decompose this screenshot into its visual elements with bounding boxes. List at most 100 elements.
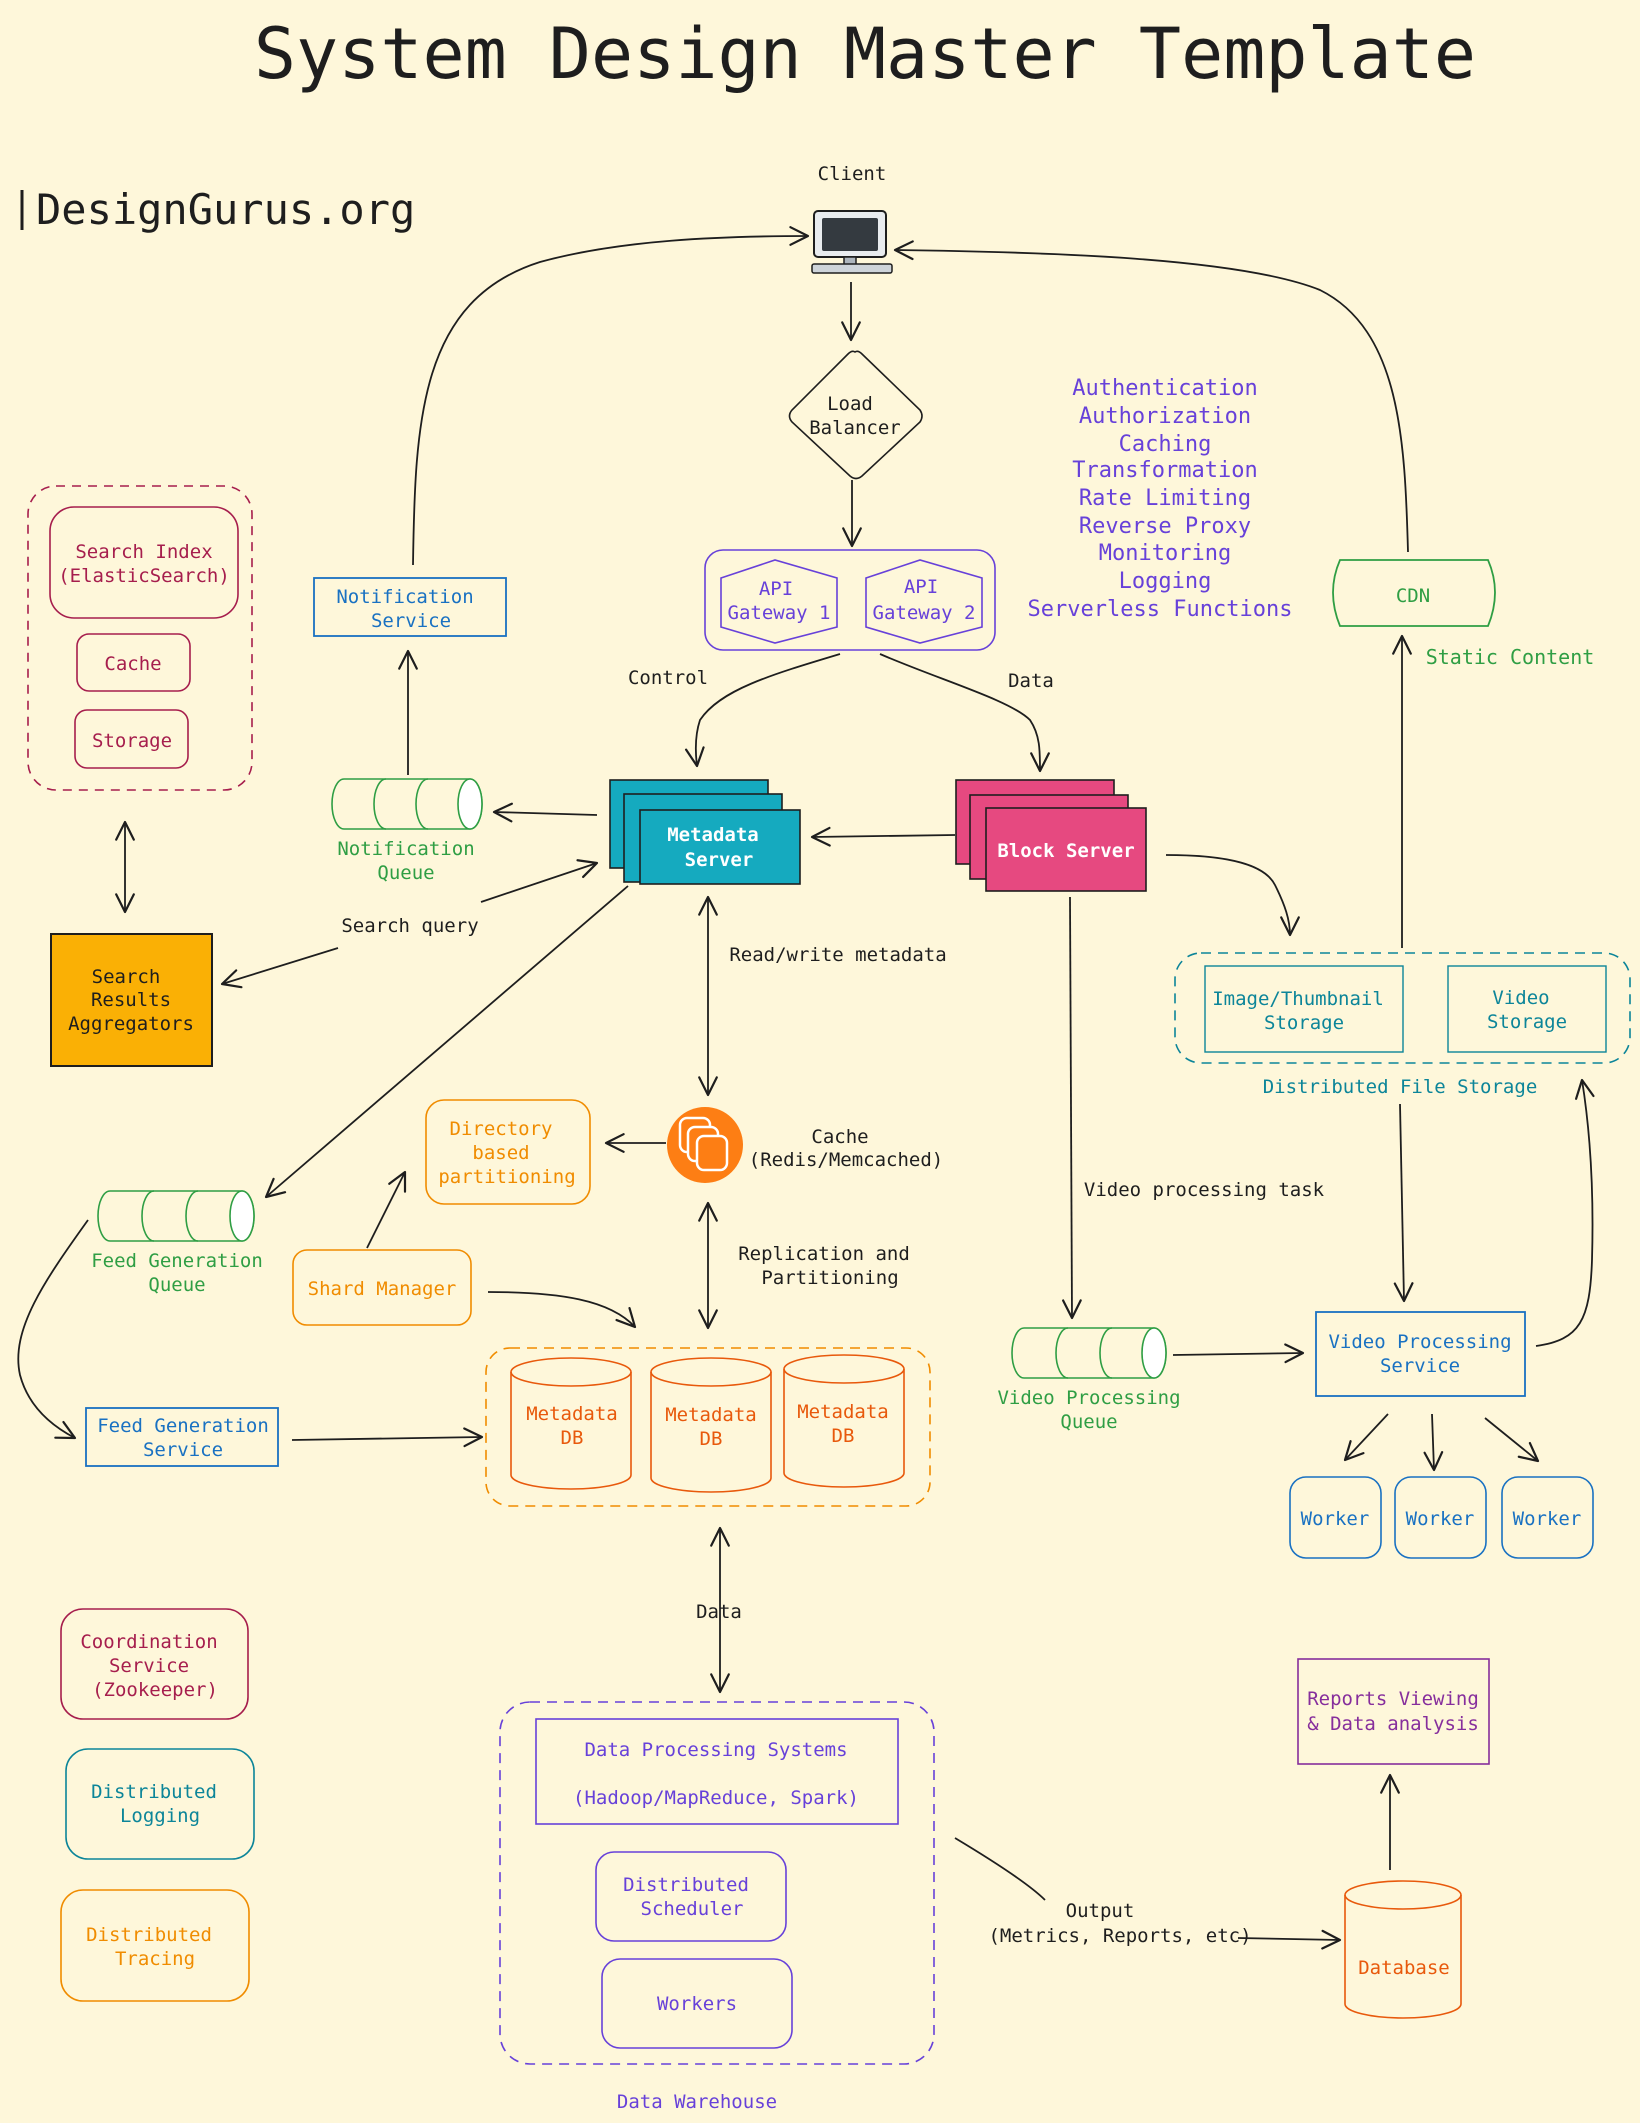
worker-label: Worker: [1301, 1508, 1370, 1530]
search-storage-node[interactable]: Storage: [74, 709, 189, 769]
shard-manager[interactable]: Shard Manager: [292, 1249, 472, 1326]
worker-node[interactable]: Worker: [1501, 1476, 1594, 1559]
analytics-database[interactable]: Database: [1344, 1880, 1462, 2019]
search-results-line1: Search: [92, 966, 161, 988]
search-index-line1: Search Index: [75, 541, 212, 563]
metadata-db-2[interactable]: Metadata DB: [650, 1357, 772, 1493]
search-cache-node[interactable]: Cache: [76, 633, 191, 692]
worker-node[interactable]: Worker: [1394, 1476, 1487, 1559]
notification-queue[interactable]: [331, 778, 483, 830]
arrow-control: [684, 653, 841, 768]
connectors: [17, 226, 1595, 1950]
scheduler-line2: Scheduler: [641, 1898, 744, 1920]
search-results-line2: Results: [91, 989, 171, 1011]
feed-generation-service[interactable]: Feed Generation Service: [85, 1407, 279, 1467]
image-storage-line1: Image/Thumbnail: [1212, 988, 1384, 1010]
search-storage-label: Storage: [92, 730, 172, 752]
cache-server[interactable]: [667, 1107, 743, 1183]
metadata-db-1-line2: DB: [561, 1427, 584, 1449]
feature-item: Logging: [1119, 569, 1212, 594]
video-service-line2: Service: [1380, 1355, 1460, 1377]
metadata-db-3-line2: DB: [832, 1425, 855, 1447]
metadata-server-line1: Metadata: [667, 824, 759, 846]
api-gateway-2[interactable]: API Gateway 2: [865, 559, 983, 644]
metadata-db-1-line1: Metadata: [526, 1403, 618, 1425]
metadata-db-1[interactable]: Metadata DB: [510, 1357, 632, 1490]
tracing-line2: Tracing: [115, 1948, 195, 1970]
shard-manager-label: Shard Manager: [308, 1278, 457, 1300]
arrow-feedqueue-to-feedservice: [17, 1219, 89, 1440]
brand-name: DesignGurus.org: [36, 185, 415, 234]
reports-line1: Reports Viewing: [1307, 1688, 1479, 1710]
video-processing-service[interactable]: Video Processing Service: [1315, 1311, 1526, 1397]
worker-label: Worker: [1406, 1508, 1475, 1530]
video-storage-line1: Video: [1492, 987, 1549, 1009]
notification-service-line2: Service: [371, 610, 451, 632]
search-query-label: Search query: [341, 915, 478, 937]
arrow-metadata-to-feedqueue: [264, 885, 629, 1199]
notification-queue-line1: Notification: [337, 838, 474, 860]
distributed-tracing[interactable]: Distributed Tracing: [60, 1889, 250, 2002]
block-server[interactable]: Block Server: [955, 779, 1147, 892]
search-results-aggregators[interactable]: Search Results Aggregators: [50, 933, 213, 1067]
static-content-label: Static Content: [1426, 645, 1595, 669]
api-gateway-1[interactable]: API Gateway 1: [720, 559, 838, 644]
feature-item: Authentication: [1072, 376, 1257, 401]
tracing-line1: Distributed: [86, 1924, 212, 1946]
metadata-db-3-line1: Metadata: [797, 1401, 889, 1423]
reports-viewing[interactable]: Reports Viewing & Data analysis: [1297, 1658, 1490, 1765]
load-balancer-label-2: Balancer: [809, 417, 901, 439]
cdn-label: CDN: [1396, 585, 1430, 607]
gateway-features: Authentication Authorization Caching Tra…: [1028, 376, 1293, 622]
metadata-db-3[interactable]: Metadata DB: [783, 1354, 905, 1488]
feature-item: Reverse Proxy: [1079, 514, 1251, 539]
stack-icon: [678, 1116, 729, 1172]
load-balancer[interactable]: Load Balancer: [788, 350, 923, 480]
distributed-file-storage-group: Image/Thumbnail Storage Video Storage: [1174, 952, 1631, 1064]
api-gateway-2-line2: Gateway 2: [873, 602, 976, 624]
metadata-server[interactable]: Metadata Server: [609, 779, 801, 885]
page-title: System Design Master Template: [254, 13, 1476, 95]
search-index-node[interactable]: Search Index (ElasticSearch): [49, 506, 239, 619]
coordination-line3: (Zookeeper): [92, 1679, 218, 1701]
database-label: Database: [1358, 1957, 1450, 1979]
arrow-shard-to-db: [487, 1291, 637, 1329]
feature-item: Transformation: [1072, 458, 1257, 483]
cache-server-line2: (Redis/Memcached): [749, 1149, 943, 1171]
video-processing-queue[interactable]: [1011, 1327, 1167, 1379]
distributed-scheduler[interactable]: Distributed Scheduler: [595, 1851, 787, 1942]
cdn-node[interactable]: CDN: [1332, 559, 1496, 627]
distributed-logging[interactable]: Distributed Logging: [65, 1748, 255, 1860]
coordination-line1: Coordination: [80, 1631, 217, 1653]
search-cache-label: Cache: [104, 653, 161, 675]
video-service-line1: Video Processing: [1328, 1331, 1511, 1353]
notification-service[interactable]: Notification Service: [313, 577, 507, 637]
warehouse-workers[interactable]: Workers: [601, 1958, 793, 2049]
image-thumbnail-storage[interactable]: Image/Thumbnail Storage: [1204, 965, 1404, 1053]
coordination-service[interactable]: Coordination Service (Zookeeper): [60, 1608, 249, 1720]
directory-partitioning[interactable]: Directory based partitioning: [425, 1099, 591, 1205]
video-storage[interactable]: Video Storage: [1447, 965, 1607, 1053]
data-processing-systems[interactable]: Data Processing Systems (Hadoop/MapReduc…: [535, 1718, 899, 1825]
video-task-label: Video processing task: [1084, 1179, 1325, 1201]
notification-service-line1: Notification: [336, 586, 473, 608]
reports-line2: & Data analysis: [1307, 1713, 1479, 1735]
video-storage-line2: Storage: [1487, 1011, 1567, 1033]
arrow-videoqueue-to-service: [1172, 1343, 1305, 1364]
worker-node[interactable]: Worker: [1289, 1476, 1382, 1559]
computer-monitor-icon[interactable]: [811, 210, 893, 274]
search-group: Search Index (ElasticSearch) Cache Stora…: [27, 485, 253, 791]
video-queue-line2: Queue: [1060, 1411, 1117, 1433]
logging-line1: Distributed: [91, 1781, 217, 1803]
feed-service-line1: Feed Generation: [97, 1415, 269, 1437]
coordination-line2: Service: [109, 1655, 189, 1677]
api-gateway-1-line2: Gateway 1: [728, 602, 831, 624]
arrow-filestorage-to-videoservice: [1393, 1103, 1414, 1303]
feed-generation-queue[interactable]: [97, 1190, 255, 1242]
feed-queue-line2: Queue: [148, 1274, 205, 1296]
worker-label: Worker: [1513, 1508, 1582, 1530]
block-server-label: Block Server: [997, 840, 1134, 862]
arrow-search-query-to-results: [220, 947, 339, 989]
feature-item: Monitoring: [1099, 541, 1231, 566]
